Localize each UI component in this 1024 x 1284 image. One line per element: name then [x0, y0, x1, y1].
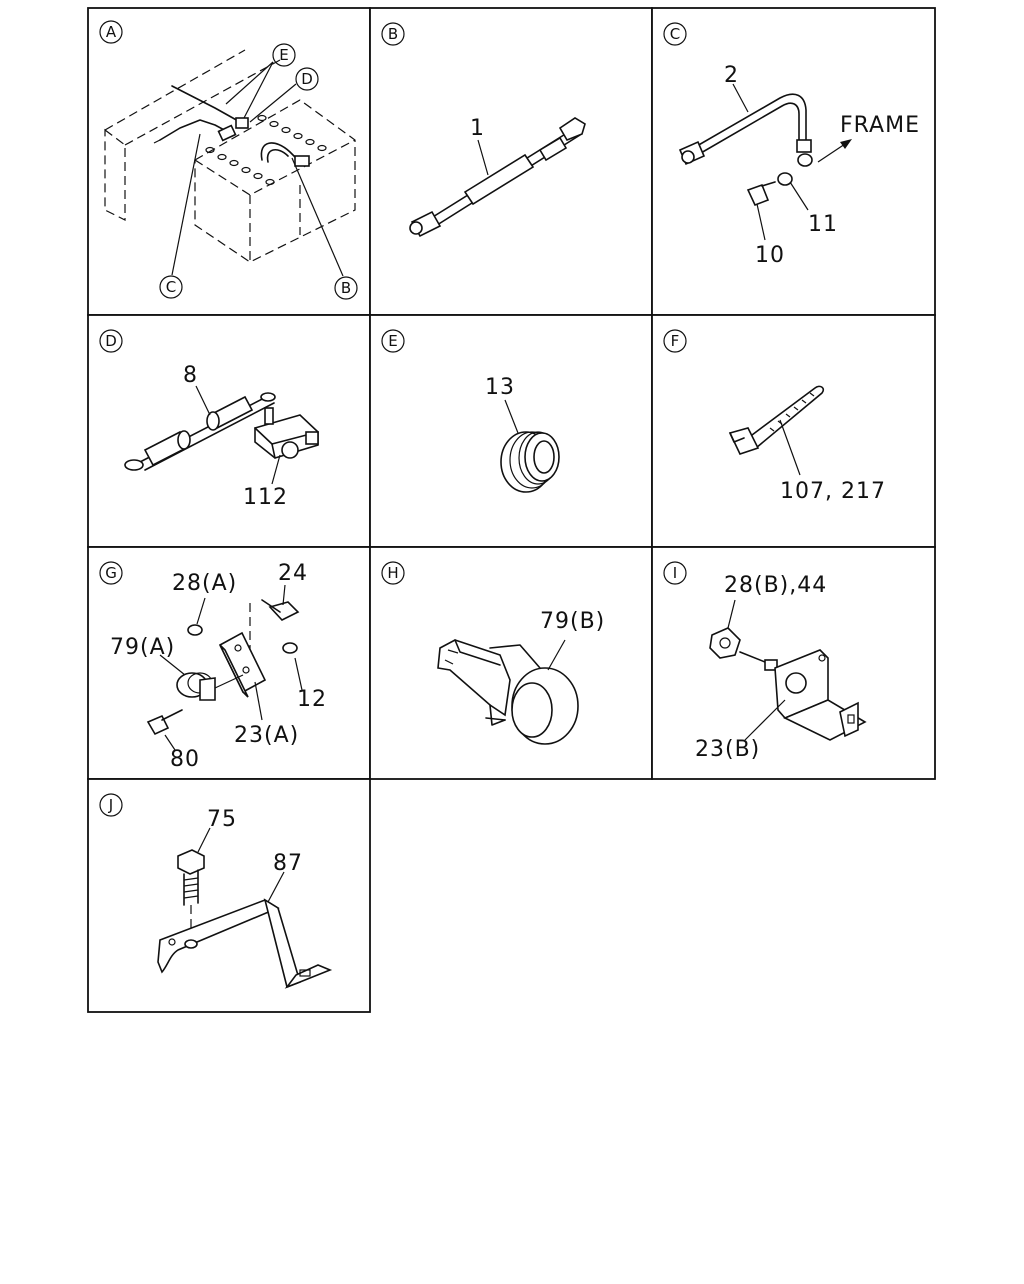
- part-23a-label: 23(A): [234, 723, 299, 748]
- part-79a-label: 79(A): [110, 635, 175, 660]
- frame-note: FRAME: [840, 113, 920, 138]
- callout-b: B: [334, 276, 358, 300]
- panel-i-id-badge: I: [663, 561, 687, 585]
- part-12-leader: [294, 657, 303, 691]
- panel-f-id: F: [671, 332, 680, 350]
- panel-d-frame: [87, 314, 371, 548]
- part-28b-44-label: 28(B),44: [724, 573, 827, 598]
- panel-h-id-badge: H: [381, 561, 405, 585]
- callout-e: E: [272, 43, 296, 67]
- part-8-leader: [195, 385, 211, 416]
- bracket-87-illustration: [157, 849, 333, 989]
- part-8-label: 8: [183, 363, 198, 388]
- svg-text:C: C: [166, 278, 176, 296]
- part-79b-leader: [547, 639, 566, 671]
- callout-d: D: [295, 67, 319, 91]
- cable-8-illustration: [124, 392, 276, 471]
- panel-j-id-badge: J: [99, 793, 123, 817]
- battery-cable-illustration: [409, 117, 586, 238]
- part-79b-label: 79(B): [540, 609, 605, 634]
- panel-c-id-badge: C: [663, 22, 687, 46]
- part-24-leader: [282, 584, 286, 606]
- part-80-label: 80: [170, 747, 200, 772]
- part-112-leader: [271, 454, 281, 485]
- panel-d: D 8 112: [99, 329, 319, 510]
- panel-j: J 75 87: [99, 793, 333, 989]
- bracket-23b-illustration: [709, 627, 867, 741]
- part-28b-44-leader: [727, 599, 736, 629]
- panel-a-id-badge: A: [99, 20, 123, 44]
- panel-j-id: J: [108, 796, 113, 814]
- part-87-leader: [267, 871, 285, 903]
- part-12-label: 12: [297, 687, 327, 712]
- panel-b-id: B: [388, 25, 398, 43]
- svg-text:B: B: [341, 279, 351, 297]
- panel-i-id: I: [673, 564, 677, 582]
- panel-c-id: C: [670, 25, 680, 43]
- part-23b-leader: [744, 699, 786, 741]
- panel-f-id-badge: F: [663, 329, 687, 353]
- clamp-79b-illustration: [437, 639, 579, 745]
- part-2-label: 2: [724, 63, 739, 88]
- panel-e-id: E: [388, 332, 397, 350]
- panel-b: B 1: [381, 22, 586, 238]
- grommet-illustration: [500, 431, 560, 493]
- part-79a-leader: [159, 654, 186, 676]
- part-10-leader: [756, 203, 766, 241]
- part-80-leader: [164, 734, 176, 751]
- panel-a-leaders: [171, 61, 344, 277]
- panel-h: H 79(B): [381, 561, 605, 745]
- panel-h-frame: [369, 546, 653, 780]
- panel-f-frame: [651, 314, 936, 548]
- panel-c: C 2 11 10 FRAME: [663, 22, 920, 268]
- part-107-217-leader: [779, 419, 801, 476]
- svg-text:D: D: [301, 70, 313, 88]
- part-75-label: 75: [207, 807, 237, 832]
- cable-tie-illustration: [728, 385, 825, 455]
- terminal-112-illustration: [254, 407, 319, 459]
- panel-b-frame: [369, 7, 653, 316]
- part-11-leader: [789, 181, 809, 211]
- part-11-label: 11: [808, 212, 838, 237]
- part-1-label: 1: [470, 116, 485, 141]
- battery-illustration: [104, 49, 356, 263]
- part-75-leader: [197, 827, 211, 853]
- panel-d-id: D: [105, 332, 117, 350]
- panel-i: I 28(B),44 23(B): [663, 561, 867, 762]
- panel-f: F 107, 217: [663, 329, 886, 504]
- panel-a: A: [99, 20, 358, 300]
- panel-h-id: H: [387, 564, 398, 582]
- panel-e: E 13: [381, 329, 560, 493]
- panel-g-id: G: [105, 564, 117, 582]
- panel-e-frame: [369, 314, 653, 548]
- frame-cable-illustration: [678, 93, 852, 207]
- part-2-leader: [732, 83, 749, 113]
- panel-c-frame: [651, 7, 936, 316]
- part-23a-leader: [254, 681, 263, 721]
- part-23b-label: 23(B): [695, 737, 760, 762]
- part-112-label: 112: [243, 485, 288, 510]
- part-28a-leader: [196, 597, 206, 625]
- part-24-label: 24: [278, 561, 308, 586]
- panel-b-id-badge: B: [381, 22, 405, 46]
- part-13-leader: [504, 399, 519, 434]
- part-87-label: 87: [273, 851, 303, 876]
- bracket-23a-illustration: [146, 599, 300, 736]
- svg-text:E: E: [279, 46, 288, 64]
- callout-c: C: [159, 275, 183, 299]
- panel-e-id-badge: E: [381, 329, 405, 353]
- panel-frames: [87, 7, 936, 1013]
- panel-g-id-badge: G: [99, 561, 123, 585]
- part-10-label: 10: [755, 243, 785, 268]
- part-1-leader: [477, 139, 489, 176]
- part-28a-label: 28(A): [172, 571, 237, 596]
- panel-a-frame: [87, 7, 371, 316]
- panel-d-id-badge: D: [99, 329, 123, 353]
- panel-g: G 28(A) 24 79(A) 12 23(A): [99, 561, 327, 772]
- part-13-label: 13: [485, 375, 515, 400]
- part-107-217-label: 107, 217: [780, 479, 886, 504]
- panel-a-id: A: [106, 23, 117, 41]
